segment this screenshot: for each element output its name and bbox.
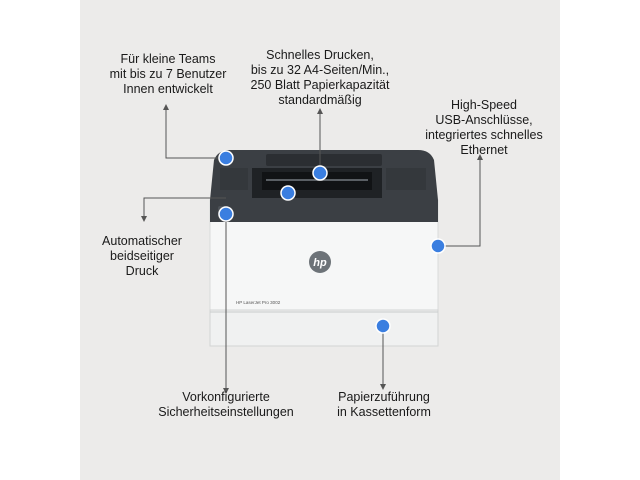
product-stage: hp HP LaserJet Pro 3002 xyxy=(80,0,560,480)
arrow-printing xyxy=(317,108,323,114)
callout-lines xyxy=(143,108,481,390)
line-usb xyxy=(438,158,481,247)
marker-tray[interactable] xyxy=(375,318,391,334)
marker-security[interactable] xyxy=(218,206,234,222)
arrow-tray xyxy=(380,384,386,390)
hp-logo-text: hp xyxy=(313,257,327,269)
line-teams xyxy=(165,108,226,159)
arrow-usb xyxy=(477,154,483,160)
top-right-panel xyxy=(386,168,426,190)
printer-illustration: hp HP LaserJet Pro 3002 xyxy=(141,104,483,394)
marker-printing[interactable] xyxy=(312,165,328,181)
callout-printing: Schnelles Drucken, bis zu 32 A4-Seiten/M… xyxy=(250,48,390,107)
feature-markers xyxy=(218,150,446,334)
top-slot xyxy=(266,154,382,166)
marker-usb[interactable] xyxy=(430,238,446,254)
marker-teams[interactable] xyxy=(218,150,234,166)
callout-usb: High-Speed USB-Anschlüsse, integriertes … xyxy=(425,98,543,157)
arrow-duplex xyxy=(141,216,147,222)
callout-teams: Für kleine Teams mit bis zu 7 Benutzer I… xyxy=(109,52,227,96)
paper-tray xyxy=(209,309,439,347)
model-label: HP LaserJet Pro 3002 xyxy=(236,300,281,305)
callout-tray: Papierzuführung in Kassettenform xyxy=(337,390,431,419)
line-duplex xyxy=(143,197,226,218)
top-left-panel xyxy=(220,168,248,190)
arrowheads xyxy=(141,104,483,394)
callout-duplex: Automatischer beidseitiger Druck xyxy=(102,234,182,278)
hp-logo xyxy=(309,251,331,273)
arrow-teams xyxy=(163,104,169,110)
arrow-security xyxy=(223,388,229,394)
callout-security: Vorkonfigurierte Sicherheitseinstellunge… xyxy=(158,390,294,419)
marker-output[interactable] xyxy=(280,185,296,201)
